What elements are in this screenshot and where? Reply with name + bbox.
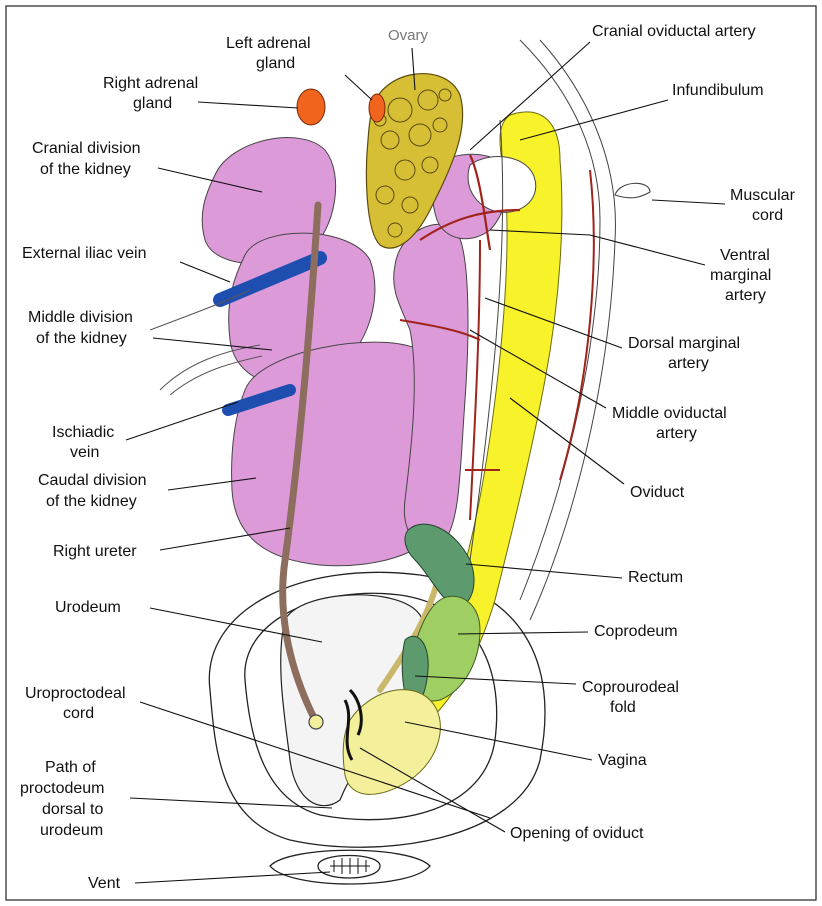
- label-coprodeum-text: Coprodeum: [594, 623, 678, 640]
- label-right-adrenal-line1: Right adrenal: [103, 75, 198, 92]
- label-path-of-proctodeum-line2: proctodeum: [20, 780, 105, 797]
- label-caudal-division-line2: of the kidney: [46, 493, 137, 510]
- label-rectum-text: Rectum: [628, 569, 683, 586]
- label-middle-division-line2: of the kidney: [36, 330, 127, 347]
- label-left-adrenal-line2: gland: [256, 55, 295, 72]
- label-uroproctodeal-cord-line1: Uroproctodeal: [25, 685, 126, 702]
- label-right-adrenal: Right adrenal gland: [103, 75, 298, 112]
- label-dorsal-marginal-artery-line2: artery: [668, 355, 709, 372]
- label-ventral-marginal-artery-line1: Ventral: [720, 247, 770, 264]
- label-ischiadic-vein: Ischiadic vein: [52, 402, 238, 461]
- label-infundibulum-text: Infundibulum: [672, 82, 764, 99]
- label-oviduct-text: Oviduct: [630, 484, 685, 501]
- label-vagina: Vagina: [405, 722, 647, 769]
- ventral-marginal-artery: [560, 170, 594, 480]
- label-infundibulum: Infundibulum: [520, 82, 764, 140]
- label-caudal-division: Caudal division of the kidney: [38, 472, 256, 510]
- label-left-adrenal-line1: Left adrenal: [226, 35, 311, 52]
- label-caudal-division-line1: Caudal division: [38, 472, 147, 489]
- right-adrenal-gland: [297, 89, 325, 125]
- rectum: [405, 524, 474, 606]
- label-ovary-text: Ovary: [388, 27, 429, 44]
- label-middle-oviductal-artery-line1: Middle oviductal: [612, 405, 727, 422]
- label-cranial-division-line2: of the kidney: [40, 161, 131, 178]
- label-external-iliac-vein-text: External iliac vein: [22, 245, 147, 262]
- label-path-of-proctodeum: Path of proctodeum dorsal to urodeum: [20, 759, 332, 839]
- label-coprodeum: Coprodeum: [458, 623, 678, 640]
- label-cranial-oviductal-artery-text: Cranial oviductal artery: [592, 23, 756, 40]
- dorsal-marginal-artery: [470, 240, 480, 520]
- label-ischiadic-vein-line1: Ischiadic: [52, 424, 114, 441]
- label-right-ureter-text: Right ureter: [53, 543, 137, 560]
- label-ventral-marginal-artery-line2: marginal: [710, 267, 771, 284]
- label-vagina-text: Vagina: [598, 752, 647, 769]
- label-ventral-marginal-artery-line3: artery: [725, 287, 766, 304]
- label-coprourodeal-fold-line2: fold: [610, 699, 636, 716]
- vent-folds: [330, 858, 370, 874]
- muscular-cord: [615, 183, 650, 197]
- label-muscular-cord: Muscular cord: [652, 187, 796, 224]
- label-middle-division-line1: Middle division: [28, 309, 133, 326]
- label-muscular-cord-line2: cord: [752, 207, 783, 224]
- label-path-of-proctodeum-line1: Path of: [45, 759, 96, 776]
- label-muscular-cord-line1: Muscular: [730, 187, 796, 204]
- label-ischiadic-vein-line2: vein: [70, 444, 99, 461]
- label-coprourodeal-fold-line1: Coprourodeal: [582, 679, 679, 696]
- ureter-opening: [309, 715, 323, 729]
- label-path-of-proctodeum-line4: urodeum: [40, 822, 103, 839]
- label-external-iliac-vein: External iliac vein: [22, 245, 230, 282]
- label-middle-oviductal-artery-line2: artery: [656, 425, 697, 442]
- label-dorsal-marginal-artery-line1: Dorsal marginal: [628, 335, 740, 352]
- label-vent: Vent: [88, 872, 330, 892]
- left-adrenal-gland: [369, 94, 385, 122]
- label-uroproctodeal-cord-line2: cord: [63, 705, 94, 722]
- label-vent-text: Vent: [88, 875, 121, 892]
- label-path-of-proctodeum-line3: dorsal to: [42, 801, 103, 818]
- label-urodeum-text: Urodeum: [55, 599, 121, 616]
- label-cranial-division-line1: Cranial division: [32, 140, 141, 157]
- label-opening-of-oviduct-text: Opening of oviduct: [510, 825, 644, 842]
- vent-outline: [318, 856, 380, 879]
- label-left-adrenal: Left adrenal gland: [226, 35, 372, 100]
- label-right-adrenal-line2: gland: [133, 95, 172, 112]
